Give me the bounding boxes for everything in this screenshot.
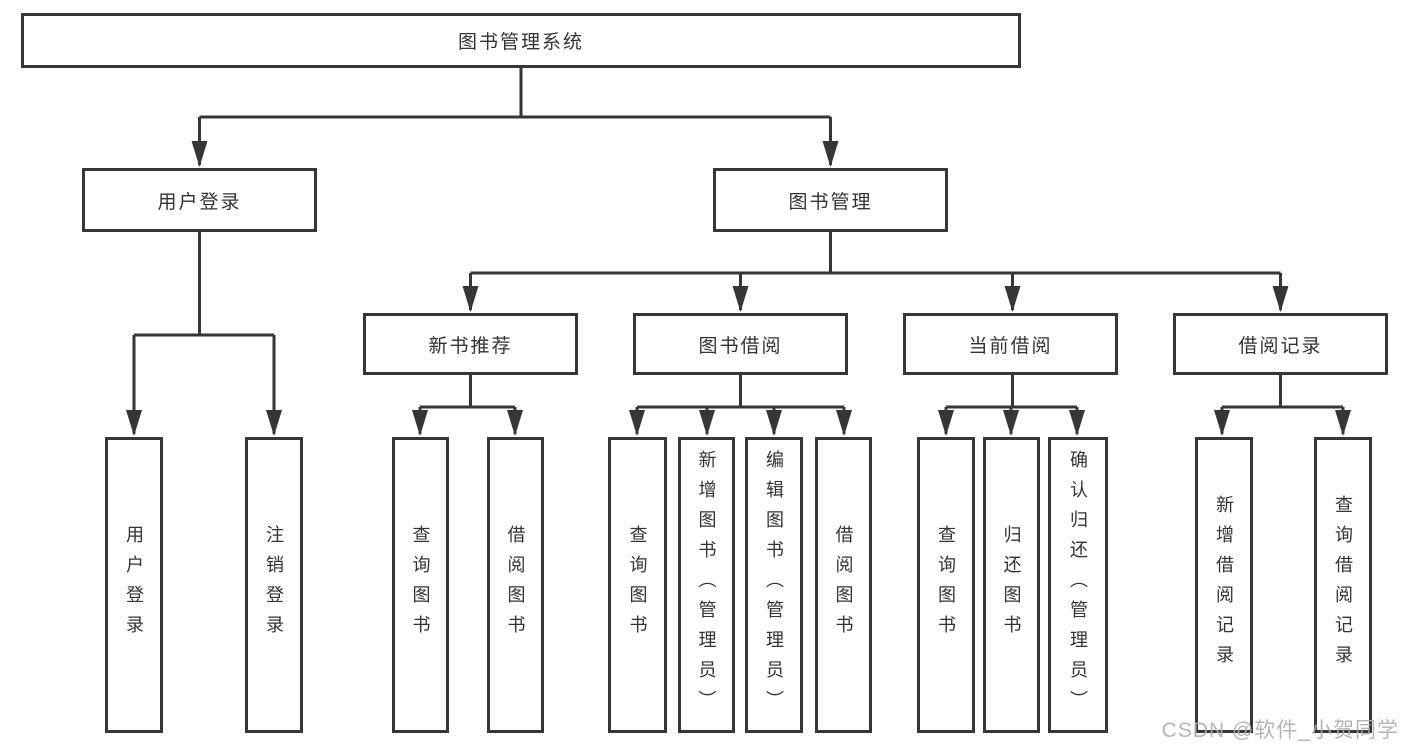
- node-new-book-recommend: 新书推荐: [363, 313, 578, 375]
- leaf-return-books: 归还图书: [983, 437, 1040, 733]
- arrowheads: [126, 117, 1351, 436]
- node-user-login-label: 用户登录: [157, 191, 242, 213]
- leaf-add-borrow-record: 新增借阅记录: [1195, 437, 1253, 733]
- node-current-borrow-label: 当前借阅: [968, 335, 1053, 357]
- leaf-query-books-recommend-label: 查询图书: [410, 525, 431, 645]
- leaf-borrow-books-recommend-label: 借阅图书: [505, 525, 526, 645]
- leaf-borrow-books-label: 借阅图书: [833, 525, 854, 645]
- node-user-login: 用户登录: [82, 168, 317, 232]
- leaf-add-books-admin-label: 新增图书（管理员）: [696, 450, 717, 720]
- leaf-edit-books-admin-label: 编辑图书（管理员）: [764, 450, 784, 720]
- leaf-edit-books-admin: 编辑图书（管理员）: [745, 437, 803, 733]
- leaf-confirm-return-admin: 确认归还（管理员）: [1048, 437, 1108, 733]
- leaf-query-books-borrow: 查询图书: [608, 437, 667, 733]
- leaf-confirm-return-admin-label: 确认归还（管理员）: [1068, 450, 1088, 720]
- leaf-query-borrow-record-label: 查询借阅记录: [1333, 495, 1353, 675]
- node-root-label: 图书管理系统: [457, 32, 584, 53]
- leaf-add-books-admin: 新增图书（管理员）: [678, 437, 735, 733]
- connector-lines: [134, 68, 1343, 409]
- leaf-logout: 注销登录: [245, 437, 303, 733]
- node-book-management-label: 图书管理: [788, 191, 873, 213]
- leaf-user-login: 用户登录: [105, 437, 163, 733]
- node-book-borrow: 图书借阅: [633, 313, 848, 375]
- leaf-borrow-books: 借阅图书: [815, 437, 872, 733]
- leaf-return-books-label: 归还图书: [1001, 525, 1022, 645]
- node-root: 图书管理系统: [21, 13, 1021, 68]
- node-book-management: 图书管理: [713, 168, 948, 232]
- leaf-query-books-borrow-label: 查询图书: [627, 525, 648, 645]
- leaf-add-borrow-record-label: 新增借阅记录: [1214, 495, 1234, 675]
- leaf-user-login-label: 用户登录: [124, 525, 144, 645]
- watermark: CSDN @软件_小贺同学: [1161, 719, 1399, 742]
- leaf-borrow-books-recommend: 借阅图书: [487, 437, 544, 733]
- node-borrow-records: 借阅记录: [1173, 313, 1388, 375]
- node-borrow-records-label: 借阅记录: [1238, 335, 1323, 357]
- leaf-logout-label: 注销登录: [264, 525, 284, 645]
- node-new-book-recommend-label: 新书推荐: [428, 335, 513, 357]
- leaf-query-books-recommend: 查询图书: [392, 437, 449, 733]
- leaf-query-borrow-record: 查询借阅记录: [1314, 437, 1372, 733]
- leaf-query-books-current: 查询图书: [917, 437, 975, 733]
- node-book-borrow-label: 图书借阅: [698, 335, 783, 357]
- leaf-query-books-current-label: 查询图书: [936, 525, 956, 645]
- node-current-borrow: 当前借阅: [903, 313, 1118, 375]
